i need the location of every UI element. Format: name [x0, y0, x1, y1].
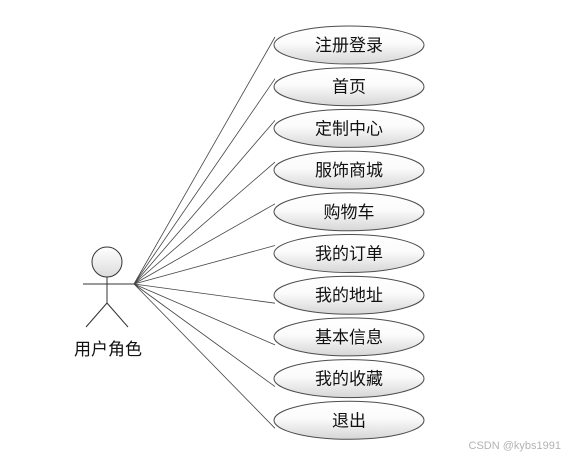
use-case-home: 首页 — [273, 67, 425, 107]
association-line-my-addresses — [133, 283, 276, 304]
association-line-my-orders — [133, 245, 276, 285]
use-case-label: 基本信息 — [315, 328, 383, 348]
use-case-ellipse — [273, 275, 425, 315]
association-line-basic-info — [133, 283, 276, 346]
use-case-ellipse — [273, 400, 425, 440]
use-case-ellipse — [273, 317, 425, 357]
use-case-label: 退出 — [332, 411, 366, 431]
association-line-my-favorites — [133, 283, 276, 387]
use-case-ellipse — [273, 359, 425, 399]
association-line-customization-center — [133, 120, 276, 285]
use-case-register-login: 注册登录 — [273, 25, 425, 65]
use-case-ellipse — [273, 67, 425, 107]
use-case-ellipse — [273, 108, 425, 148]
association-line-home — [133, 78, 276, 285]
use-case-clothing-mall: 服饰商城 — [273, 150, 425, 190]
association-line-clothing-mall — [133, 161, 276, 285]
actor-label: 用户角色 — [74, 340, 142, 360]
association-line-register-login — [133, 36, 276, 285]
association-line-logout — [133, 283, 276, 429]
watermark: CSDN @kybs1991 — [469, 440, 561, 452]
use-case-my-orders: 我的订单 — [273, 234, 425, 273]
actor-left-leg — [85, 302, 108, 328]
actor-right-leg — [106, 302, 129, 328]
use-case-my-addresses: 我的地址 — [273, 275, 425, 315]
use-case-label: 我的收藏 — [315, 370, 383, 390]
use-case-label: 我的地址 — [315, 286, 383, 306]
actor-user: 用户角色 — [74, 246, 142, 360]
use-case-customization-center: 定制中心 — [273, 108, 425, 148]
use-case-shopping-cart: 购物车 — [273, 192, 425, 232]
use-case-ellipse — [273, 192, 425, 232]
use-case-ellipse — [273, 150, 425, 190]
use-case-label: 我的订单 — [315, 245, 383, 265]
association-line-shopping-cart — [133, 203, 276, 285]
use-case-my-favorites: 我的收藏 — [273, 359, 425, 399]
actor-head — [91, 246, 123, 278]
association-lines — [133, 36, 276, 429]
use-case-label: 购物车 — [324, 203, 375, 223]
use-case-label: 定制中心 — [315, 119, 383, 139]
use-case-basic-info: 基本信息 — [273, 317, 425, 357]
use-case-ellipse — [273, 25, 425, 65]
use-case-label: 注册登录 — [315, 36, 383, 56]
use-case-ellipse — [273, 234, 425, 273]
use-case-label: 首页 — [332, 78, 366, 98]
use-case-logout: 退出 — [273, 400, 425, 440]
use-case-label: 服饰商城 — [315, 161, 383, 181]
